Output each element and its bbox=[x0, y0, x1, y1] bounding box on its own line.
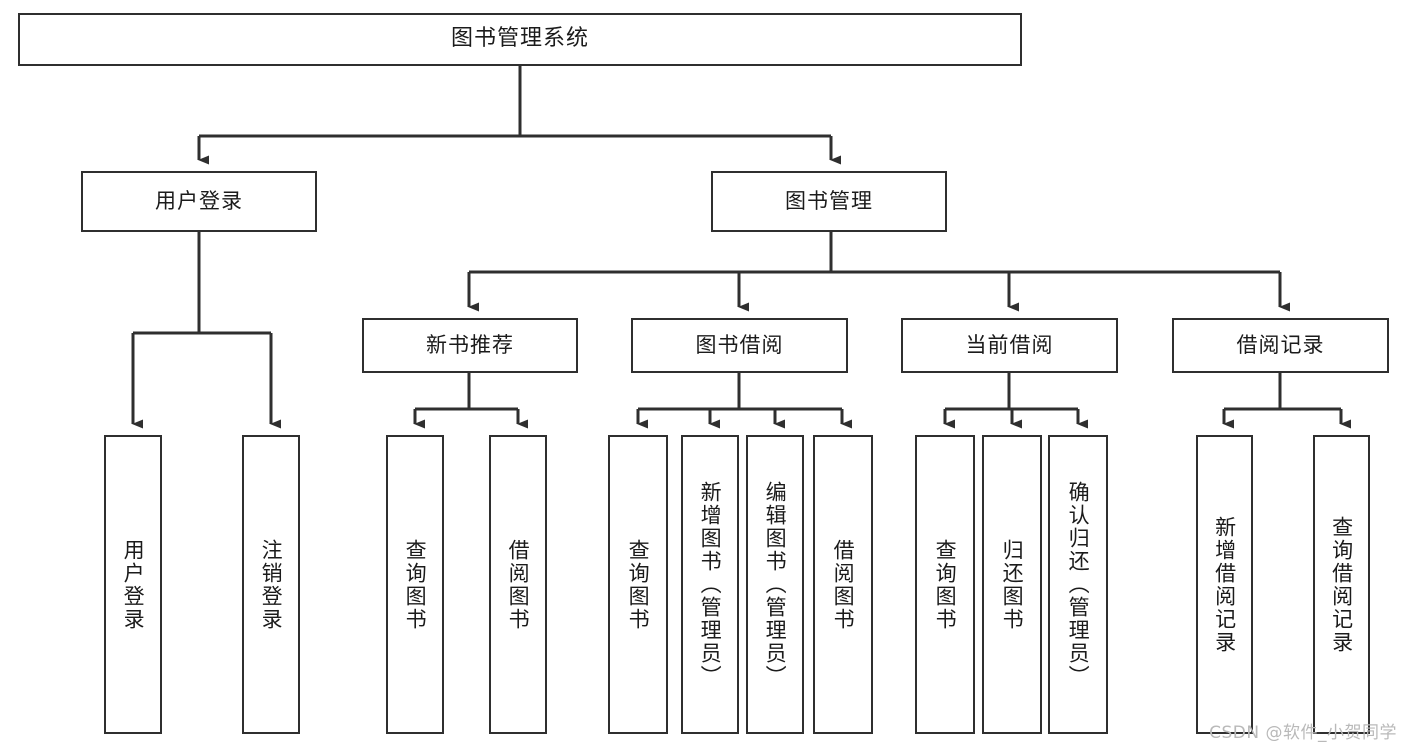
node-leaf-add-book-admin[interactable]: 新增图书（管理员） bbox=[681, 435, 739, 734]
node-leaf-query-borrow-record[interactable]: 查询借阅记录 bbox=[1313, 435, 1370, 734]
node-leaf-edit-book-admin[interactable]: 编辑图书（管理员） bbox=[746, 435, 804, 734]
node-borrow-records[interactable]: 借阅记录 bbox=[1172, 318, 1389, 373]
node-label: 图书借阅 bbox=[695, 332, 784, 357]
node-leaf-logout[interactable]: 注销登录 bbox=[242, 435, 300, 734]
node-label: 新增借阅记录 bbox=[1212, 515, 1237, 654]
node-new-book-recommend[interactable]: 新书推荐 bbox=[362, 318, 578, 373]
node-label: 查询图书 bbox=[933, 538, 958, 631]
node-label: 新增图书（管理员） bbox=[698, 481, 723, 688]
node-label: 借阅图书 bbox=[831, 538, 856, 631]
watermark: CSDN @软件_小贺同学 bbox=[1209, 723, 1397, 743]
node-book-management[interactable]: 图书管理 bbox=[711, 171, 947, 232]
node-leaf-query-book-recommend[interactable]: 查询图书 bbox=[386, 435, 444, 734]
node-label: 借阅图书 bbox=[506, 538, 531, 631]
node-label: 新书推荐 bbox=[426, 332, 514, 357]
node-label: 查询图书 bbox=[626, 538, 651, 631]
node-label: 当前借阅 bbox=[965, 332, 1054, 357]
node-leaf-borrow-book-recommend[interactable]: 借阅图书 bbox=[489, 435, 547, 734]
node-leaf-borrow-book[interactable]: 借阅图书 bbox=[813, 435, 873, 734]
node-label: 编辑图书（管理员） bbox=[763, 481, 788, 688]
node-leaf-return-book[interactable]: 归还图书 bbox=[982, 435, 1042, 734]
node-leaf-user-login[interactable]: 用户登录 bbox=[104, 435, 162, 734]
node-book-borrow[interactable]: 图书借阅 bbox=[631, 318, 848, 373]
node-label: 图书管理系统 bbox=[450, 26, 589, 52]
node-root-book-management-system[interactable]: 图书管理系统 bbox=[18, 13, 1022, 66]
node-leaf-query-book-current[interactable]: 查询图书 bbox=[915, 435, 975, 734]
node-user-login[interactable]: 用户登录 bbox=[81, 171, 317, 232]
node-current-borrow[interactable]: 当前借阅 bbox=[901, 318, 1118, 373]
node-leaf-add-borrow-record[interactable]: 新增借阅记录 bbox=[1196, 435, 1253, 734]
node-label: 查询借阅记录 bbox=[1329, 515, 1354, 654]
node-label: 确认归还（管理员） bbox=[1066, 481, 1091, 688]
node-label: 用户登录 bbox=[155, 188, 243, 213]
node-label: 用户登录 bbox=[121, 538, 146, 631]
node-leaf-query-book-borrow[interactable]: 查询图书 bbox=[608, 435, 668, 734]
node-leaf-confirm-return-admin[interactable]: 确认归还（管理员） bbox=[1048, 435, 1108, 734]
node-label: 查询图书 bbox=[403, 538, 428, 631]
node-label: 图书管理 bbox=[785, 188, 873, 213]
node-label: 归还图书 bbox=[1000, 538, 1025, 631]
node-label: 注销登录 bbox=[259, 538, 284, 631]
node-label: 借阅记录 bbox=[1236, 332, 1325, 357]
